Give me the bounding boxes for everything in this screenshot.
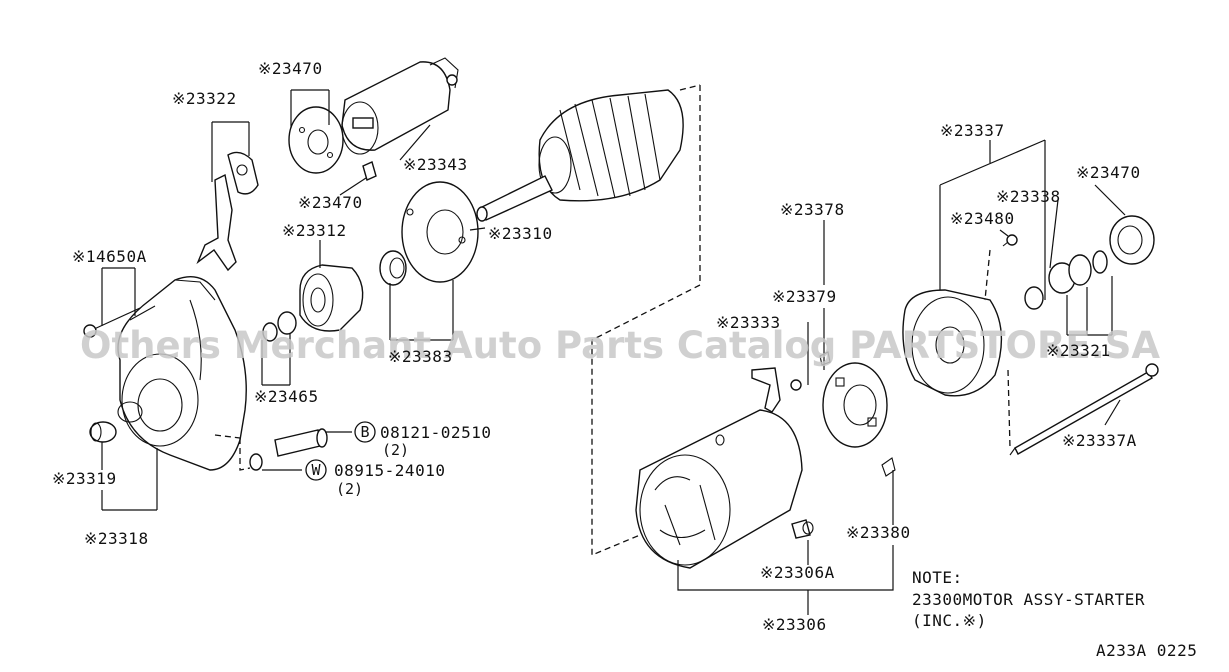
brush-lead-part[interactable] [751,367,802,413]
label-23337a[interactable]: ※23337A [1062,431,1137,450]
pinion-clutch-part[interactable] [299,264,364,332]
cover-screw-part[interactable] [1002,234,1018,247]
label-23378[interactable]: ※23378 [780,200,845,219]
label-23321[interactable]: ※23321 [1046,341,1111,360]
stop-ring-part[interactable] [262,311,297,342]
brush-spring-part[interactable] [881,457,896,477]
label-23337[interactable]: ※23337 [940,121,1005,140]
label-23322[interactable]: ※23322 [172,89,237,108]
note-heading: NOTE: [912,568,963,587]
label-23343[interactable]: ※23343 [403,155,468,174]
solenoid-part[interactable] [341,57,459,155]
label-23306a[interactable]: ※23306A [760,563,835,582]
rear-cover-part[interactable] [902,289,1003,397]
clip-part[interactable] [362,161,377,181]
front-housing-part[interactable] [117,276,247,471]
note-line-1: 23300MOTOR ASSY-STARTER [912,590,1145,609]
bolt-marker-letter: B [360,423,369,441]
label-23306[interactable]: ※23306 [762,615,827,634]
washer-quantity: (2) [336,480,363,498]
center-bearing-plate-part[interactable] [401,181,479,283]
assembly-dashed-lines [214,84,1011,556]
label-23310[interactable]: ※23310 [488,224,553,243]
bushing-stack-part[interactable] [1024,250,1108,310]
label-23318[interactable]: ※23318 [84,529,149,548]
yoke-part[interactable] [635,409,803,569]
label-23465[interactable]: ※23465 [254,387,319,406]
through-bolt-part[interactable] [1009,363,1159,456]
bolt-part[interactable] [274,428,328,457]
label-23470-right[interactable]: ※23470 [1076,163,1141,182]
note-line-2: (INC.※) [912,611,987,630]
diagram-code: A233A 0225 [1096,641,1197,660]
washer-marker-letter: W [311,461,321,479]
label-23383[interactable]: ※23383 [388,347,453,366]
small-clip-part[interactable] [819,351,831,366]
thrust-washer-part[interactable] [379,250,407,286]
bolt-callout-circle: B [354,421,376,443]
shift-lever-part[interactable] [196,151,259,272]
solenoid-plate-part[interactable] [288,106,344,174]
label-14650a[interactable]: ※14650A [72,247,147,266]
washer-part[interactable] [249,453,263,471]
armature-part[interactable] [476,89,684,222]
bushing-part[interactable] [89,421,117,443]
label-23312[interactable]: ※23312 [282,221,347,240]
label-23338[interactable]: ※23338 [996,187,1061,206]
washer-callout-circle: W [305,459,327,481]
label-23333[interactable]: ※23333 [716,313,781,332]
watermark-text: Others Merchant Auto Parts Catalog PARTS… [80,324,1160,367]
screw-part[interactable] [83,305,156,338]
label-23480[interactable]: ※23480 [950,209,1015,228]
end-cap-part[interactable] [1109,215,1155,265]
washer-part-number[interactable]: 08915-24010 [334,461,445,480]
brush-holder-part[interactable] [822,362,888,448]
label-23470-top[interactable]: ※23470 [258,59,323,78]
yoke-bolt-part[interactable] [791,519,814,539]
label-23319[interactable]: ※23319 [52,469,117,488]
label-23380[interactable]: ※23380 [846,523,911,542]
label-23470-mid[interactable]: ※23470 [298,193,363,212]
leader-lines [101,89,1126,615]
label-23379[interactable]: ※23379 [772,287,837,306]
bolt-part-number[interactable]: 08121-02510 [380,423,491,442]
bolt-quantity: (2) [382,441,409,459]
